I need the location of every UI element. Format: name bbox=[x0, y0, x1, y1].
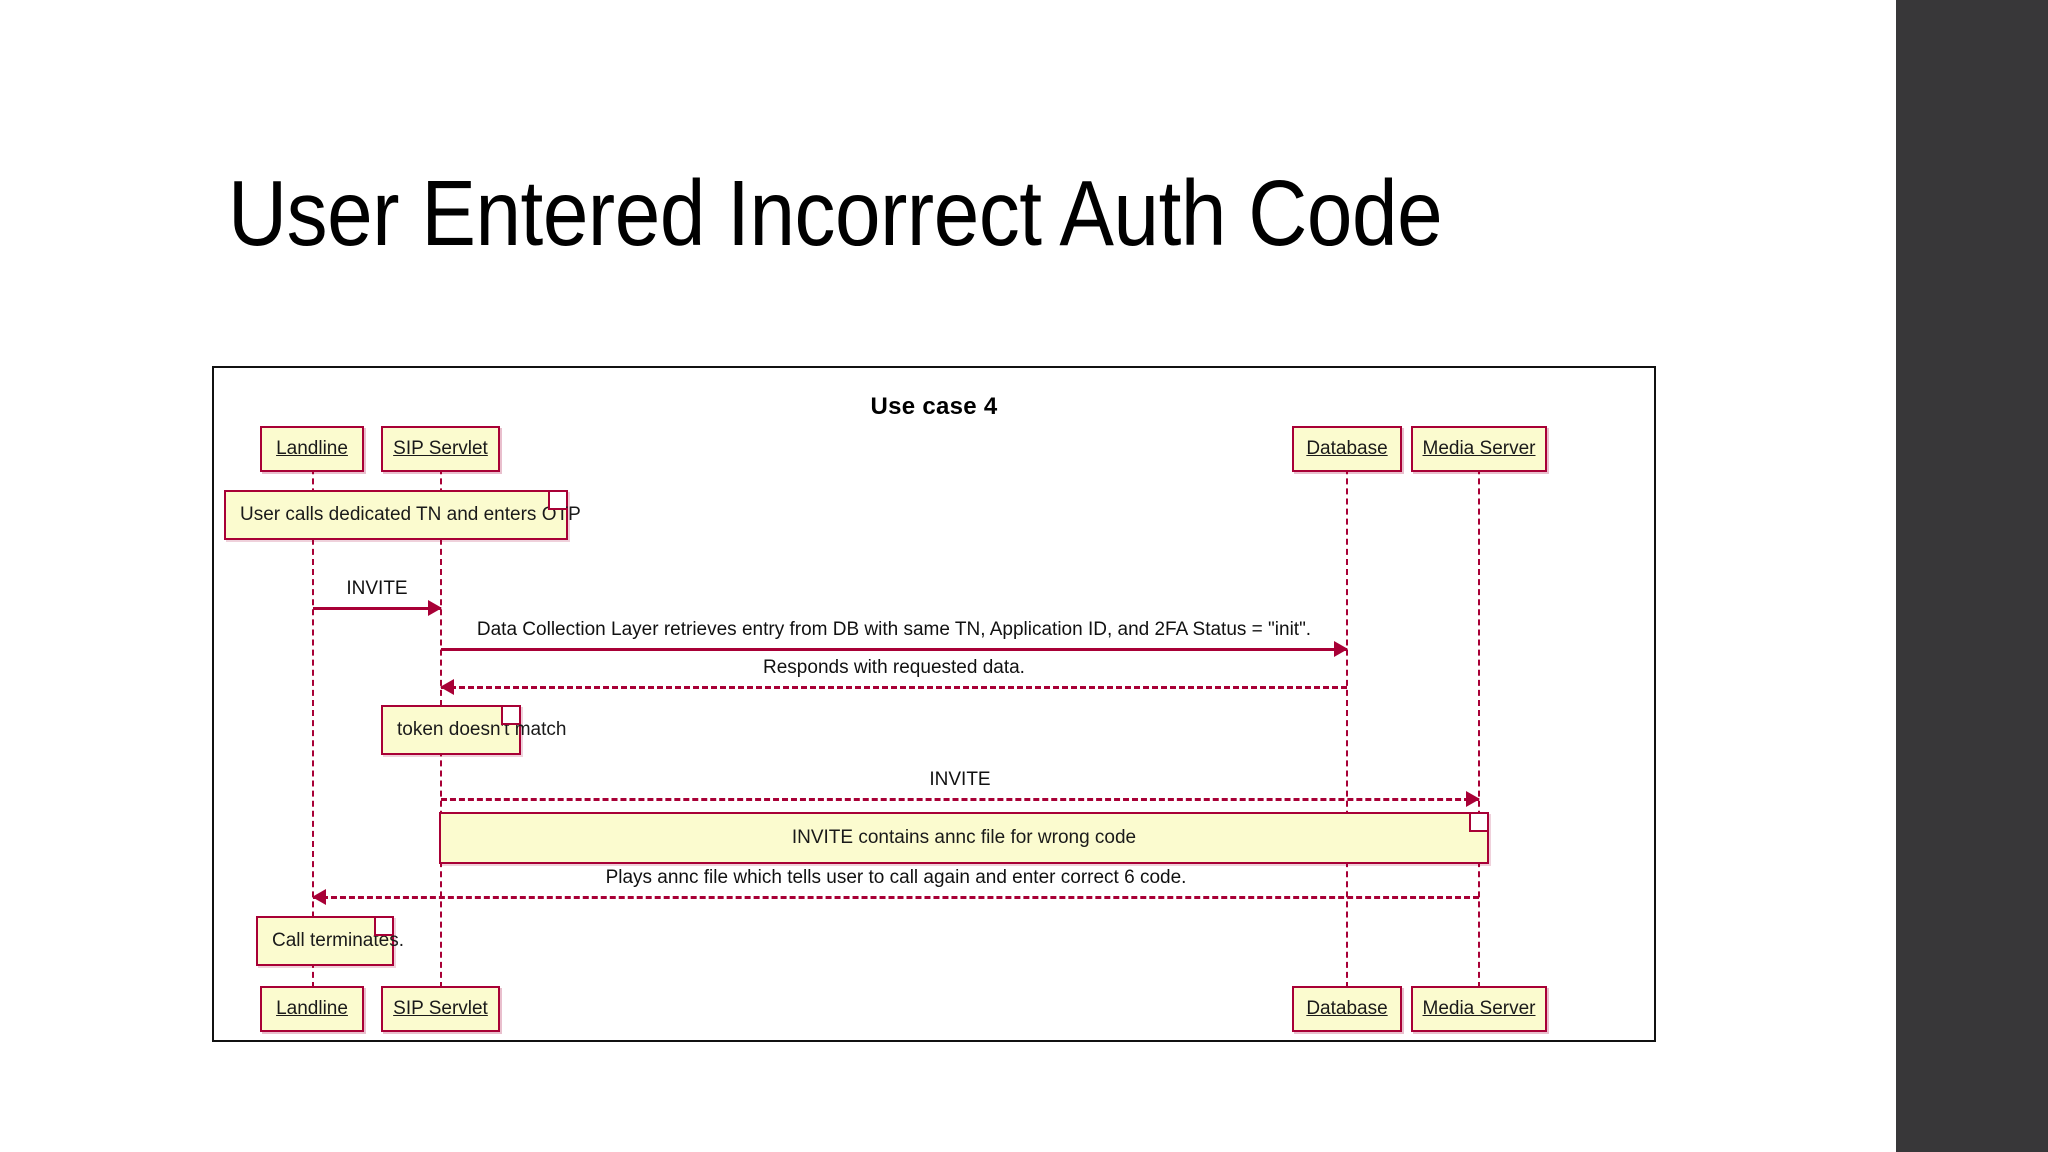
participant-media-server-bottom[interactable]: Media Server bbox=[1411, 986, 1547, 1032]
participant-database-bottom[interactable]: Database bbox=[1292, 986, 1402, 1032]
participant-label: SIP Servlet bbox=[393, 998, 488, 1019]
note-text: INVITE contains annc file for wrong code bbox=[791, 827, 1137, 848]
note-text: token doesn't match bbox=[397, 719, 567, 740]
participant-label: Media Server bbox=[1422, 998, 1536, 1019]
message-line bbox=[441, 798, 1479, 801]
message-label: INVITE bbox=[929, 769, 991, 790]
participant-label: Landline bbox=[276, 998, 348, 1019]
note-user-calls-otp: User calls dedicated TN and enters OTP bbox=[224, 490, 581, 540]
participant-label: Database bbox=[1306, 998, 1388, 1019]
note-fold-corner bbox=[548, 492, 566, 510]
note-fold-corner bbox=[1469, 814, 1487, 832]
participant-sip-servlet-top[interactable]: SIP Servlet bbox=[381, 426, 500, 472]
lifeline-media-server bbox=[1478, 428, 1480, 988]
participant-label: Landline bbox=[276, 438, 348, 459]
note-call-terminates: Call terminates. bbox=[256, 916, 404, 966]
message-line bbox=[313, 896, 1479, 899]
note-text: User calls dedicated TN and enters OTP bbox=[240, 504, 581, 525]
participant-label: Database bbox=[1306, 438, 1388, 459]
lifeline-landline bbox=[312, 428, 314, 988]
participant-sip-servlet-bottom[interactable]: SIP Servlet bbox=[381, 986, 500, 1032]
arrowhead-right-icon bbox=[1466, 791, 1480, 807]
message-line bbox=[441, 686, 1347, 689]
participant-media-server-top[interactable]: Media Server bbox=[1411, 426, 1547, 472]
note-fold-corner bbox=[374, 918, 392, 936]
participant-label: SIP Servlet bbox=[393, 438, 488, 459]
note-invite-annc-file: INVITE contains annc file for wrong code bbox=[439, 812, 1489, 864]
diagram-title: Use case 4 bbox=[870, 393, 998, 420]
note-token-mismatch: token doesn't match bbox=[381, 705, 566, 755]
message-label: INVITE bbox=[346, 578, 408, 599]
arrowhead-right-icon bbox=[1334, 641, 1348, 657]
arrowhead-right-icon bbox=[428, 600, 442, 616]
sequence-diagram: Use case 4 Landline SIP Servlet Database… bbox=[212, 366, 1656, 1042]
participant-label: Media Server bbox=[1422, 438, 1536, 459]
page-title: User Entered Incorrect Auth Code bbox=[228, 161, 1443, 265]
participant-database-top[interactable]: Database bbox=[1292, 426, 1402, 472]
note-text: Call terminates. bbox=[272, 930, 404, 951]
lifeline-database bbox=[1346, 428, 1348, 988]
message-label: Plays annc file which tells user to call… bbox=[605, 867, 1187, 888]
arrowhead-left-icon bbox=[440, 679, 454, 695]
participant-landline-bottom[interactable]: Landline bbox=[260, 986, 364, 1032]
arrowhead-left-icon bbox=[312, 889, 326, 905]
message-label: Responds with requested data. bbox=[763, 657, 1025, 678]
participant-landline-top[interactable]: Landline bbox=[260, 426, 364, 472]
message-label: Data Collection Layer retrieves entry fr… bbox=[476, 619, 1312, 640]
note-fold-corner bbox=[501, 707, 519, 725]
message-line bbox=[313, 607, 441, 610]
message-line bbox=[441, 648, 1347, 651]
slide-sidebar-strip bbox=[1896, 0, 2048, 1152]
